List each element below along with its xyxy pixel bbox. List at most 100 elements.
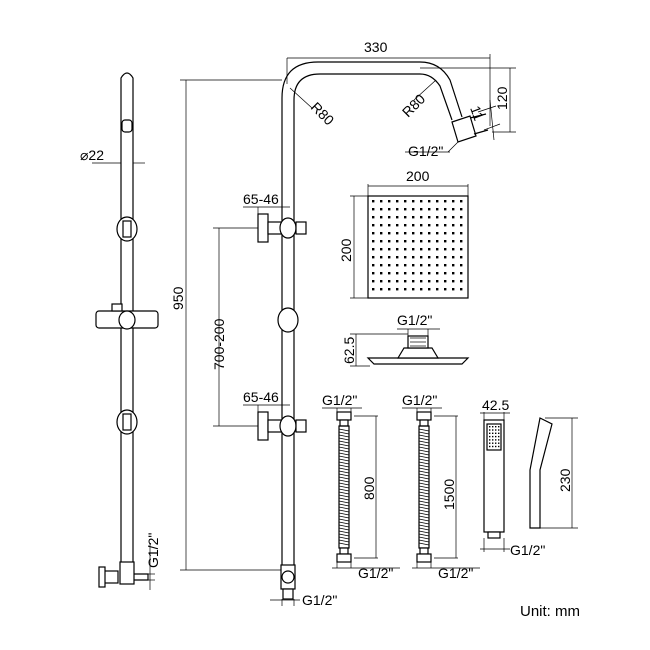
nozzle xyxy=(428,280,431,283)
nozzle xyxy=(388,240,391,243)
hose-rib xyxy=(418,431,430,435)
nozzle xyxy=(428,224,431,227)
hose-rib xyxy=(418,542,430,546)
hand-nozzle xyxy=(489,445,491,448)
hose-rib xyxy=(338,446,350,450)
hand-nozzle xyxy=(498,445,500,448)
hose-rib xyxy=(338,455,350,459)
hose-rib xyxy=(418,473,430,477)
nozzle xyxy=(428,288,431,291)
hose-rib xyxy=(418,449,430,453)
hose-rib xyxy=(338,464,350,468)
nozzle xyxy=(404,248,407,251)
nozzle xyxy=(420,232,423,235)
arm-radius-right-label: R80 xyxy=(399,90,429,120)
short-hose: G1/2" 800 G1/2" xyxy=(322,392,400,581)
hand-nozzle xyxy=(492,442,494,444)
hand-nozzle xyxy=(495,442,497,444)
nozzle xyxy=(404,240,407,243)
nozzle xyxy=(444,240,447,243)
hose-rib xyxy=(338,443,350,447)
hand-nozzle xyxy=(489,442,491,444)
nozzle xyxy=(388,248,391,251)
nozzle xyxy=(380,232,383,235)
hose-rib xyxy=(338,512,350,516)
nozzle xyxy=(388,232,391,235)
hand-shower-width-label: 42.5 xyxy=(482,397,509,413)
hose-rib xyxy=(418,467,430,471)
hand-nozzle xyxy=(492,429,494,431)
nozzle xyxy=(452,256,455,259)
hose-rib xyxy=(338,491,350,495)
hand-shower: 42.5 G1/2" 230 xyxy=(480,397,578,558)
nozzle xyxy=(420,240,423,243)
nozzle xyxy=(412,232,415,235)
nozzle xyxy=(412,200,415,203)
hose-long-bottom-thread-label: G1/2" xyxy=(438,565,473,581)
nozzle xyxy=(404,264,407,267)
hose-rib xyxy=(338,473,350,477)
nozzle xyxy=(420,288,423,291)
nozzle xyxy=(396,272,399,275)
nozzle xyxy=(428,248,431,251)
nozzle xyxy=(436,264,439,267)
nozzle xyxy=(428,256,431,259)
hand-nozzle xyxy=(492,426,494,428)
riser-height-label: 950 xyxy=(170,286,186,310)
rain-head-top-view: 200 200 xyxy=(338,168,469,299)
hose-rib xyxy=(418,458,430,462)
nozzle xyxy=(404,256,407,259)
nozzle xyxy=(388,216,391,219)
hand-nozzle xyxy=(489,426,491,428)
nozzle xyxy=(452,288,455,291)
nozzle xyxy=(380,248,383,251)
nozzle xyxy=(412,240,415,243)
nozzle xyxy=(452,224,455,227)
hose-rib xyxy=(418,512,430,516)
hand-nozzle xyxy=(498,426,500,428)
hose-rib xyxy=(418,530,430,534)
unit-label: Unit: mm xyxy=(520,603,580,620)
nozzle xyxy=(444,272,447,275)
hand-nozzle xyxy=(489,439,491,441)
nozzle xyxy=(420,224,423,227)
hand-nozzle xyxy=(495,429,497,431)
nozzle xyxy=(436,200,439,203)
hose-short-bottom-thread-label: G1/2" xyxy=(358,565,393,581)
nozzle xyxy=(372,216,375,219)
valve-thread-label: G1/2" xyxy=(145,533,161,568)
hose-rib xyxy=(338,452,350,456)
nozzle xyxy=(380,272,383,275)
nozzle xyxy=(460,224,463,227)
hose-long-length-label: 1500 xyxy=(441,479,457,510)
hand-shower-height-label: 230 xyxy=(557,468,573,492)
hose-rib xyxy=(418,518,430,522)
nozzle xyxy=(372,280,375,283)
arm-radius-left-label: R80 xyxy=(308,99,338,129)
nozzle xyxy=(396,200,399,203)
hose-rib xyxy=(418,446,430,450)
nozzle xyxy=(372,264,375,267)
hose-rib xyxy=(338,458,350,462)
nozzle xyxy=(428,272,431,275)
nozzle xyxy=(396,232,399,235)
hose-rib xyxy=(338,542,350,546)
nozzle xyxy=(396,240,399,243)
hand-shower-thread-label: G1/2" xyxy=(510,542,545,558)
nozzle xyxy=(396,288,399,291)
hose-rib xyxy=(418,464,430,468)
hose-rib xyxy=(338,539,350,543)
nozzle xyxy=(444,200,447,203)
nozzle xyxy=(372,256,375,259)
nozzle xyxy=(428,240,431,243)
nozzle xyxy=(444,280,447,283)
nozzle xyxy=(452,264,455,267)
rain-head-side-thread-label: G1/2" xyxy=(397,312,432,328)
nozzle xyxy=(412,288,415,291)
riser-bottom-thread-label: G1/2" xyxy=(302,592,337,608)
nozzle xyxy=(436,272,439,275)
hose-rib xyxy=(338,449,350,453)
hose-rib xyxy=(338,440,350,444)
nozzle xyxy=(452,208,455,211)
nozzle xyxy=(396,224,399,227)
